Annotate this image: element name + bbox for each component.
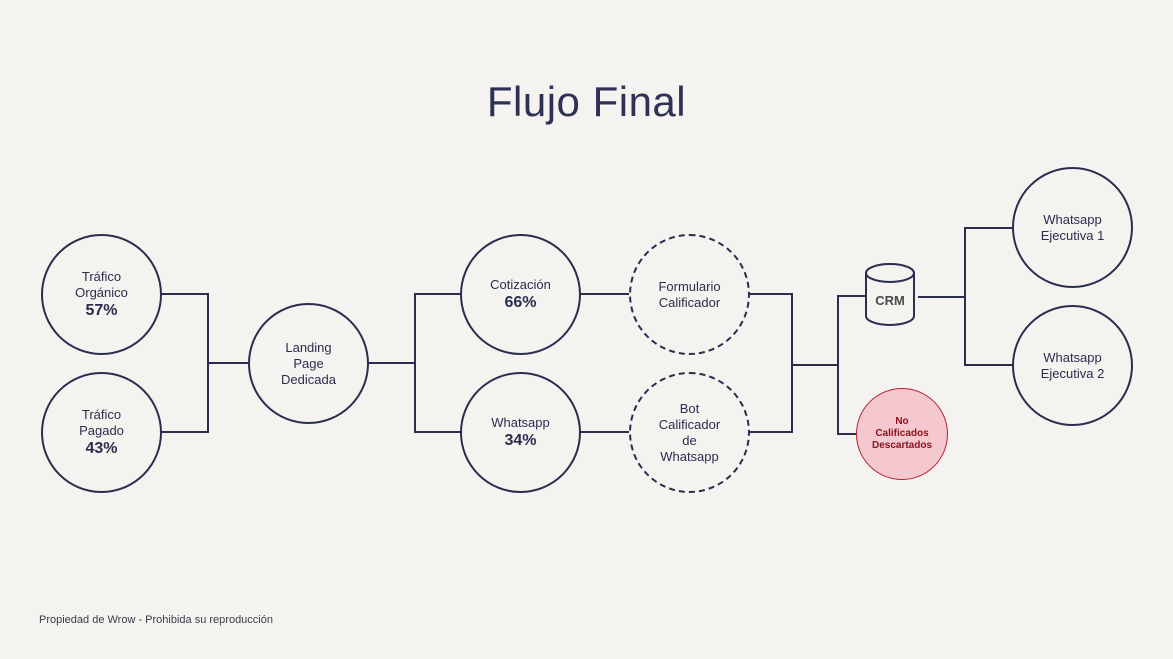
node-line: Page xyxy=(293,355,324,371)
node-percentage: 57% xyxy=(85,301,118,319)
node-percentage: 34% xyxy=(504,431,537,449)
node-executive-1: Whatsapp Ejecutiva 1 xyxy=(1012,167,1133,288)
node-line: Whatsapp xyxy=(660,448,719,464)
node-percentage: 43% xyxy=(85,439,118,457)
node-organic-traffic: Tráfico Orgánico 57% xyxy=(41,234,162,355)
node-line: Tráfico xyxy=(81,406,122,422)
node-line: Calificador xyxy=(658,294,721,310)
crm-label: CRM xyxy=(875,293,905,308)
node-line: Orgánico xyxy=(75,284,128,300)
connector-executives xyxy=(964,227,1013,366)
node-paid-traffic: Tráfico Pagado 43% xyxy=(41,372,162,493)
connector-qualifiers-merge xyxy=(749,293,793,433)
connector-crm-discard xyxy=(837,295,866,435)
node-line: Cotización xyxy=(490,276,551,292)
page-title: Flujo Final xyxy=(486,78,687,125)
node-percentage: 66% xyxy=(504,293,537,311)
node-line: Descartados xyxy=(871,440,933,451)
node-discarded: No Calificados Descartados xyxy=(856,388,948,480)
connector-organic-landing xyxy=(161,293,209,433)
footer-copyright: Propiedad de Wrow - Prohibida su reprodu… xyxy=(39,614,273,626)
node-line: Calificador xyxy=(658,416,721,432)
node-line: de xyxy=(682,432,697,448)
crm-database-icon xyxy=(865,263,915,326)
node-line: Formulario xyxy=(658,278,721,294)
node-line: Ejecutiva 2 xyxy=(1040,365,1105,381)
node-line: Whatsapp xyxy=(1043,349,1102,365)
node-qualifier-form: Formulario Calificador xyxy=(629,234,750,355)
node-line: Whatsapp xyxy=(491,414,550,430)
node-line: Landing xyxy=(285,339,332,355)
node-line: Ejecutiva 1 xyxy=(1040,227,1105,243)
node-line: Calificados xyxy=(875,428,929,439)
node-line: Bot xyxy=(679,400,700,416)
node-landing-page: Landing Page Dedicada xyxy=(248,303,369,424)
node-line: Whatsapp xyxy=(1043,211,1102,227)
node-line: Pagado xyxy=(79,422,124,438)
node-line: No xyxy=(895,416,909,427)
node-executive-2: Whatsapp Ejecutiva 2 xyxy=(1012,305,1133,426)
node-line: Dedicada xyxy=(281,371,336,387)
node-quote: Cotización 66% xyxy=(460,234,581,355)
connector-split-branches xyxy=(414,293,461,433)
node-line: Tráfico xyxy=(81,268,122,284)
node-whatsapp: Whatsapp 34% xyxy=(460,372,581,493)
node-whatsapp-bot: Bot Calificador de Whatsapp xyxy=(629,372,750,493)
